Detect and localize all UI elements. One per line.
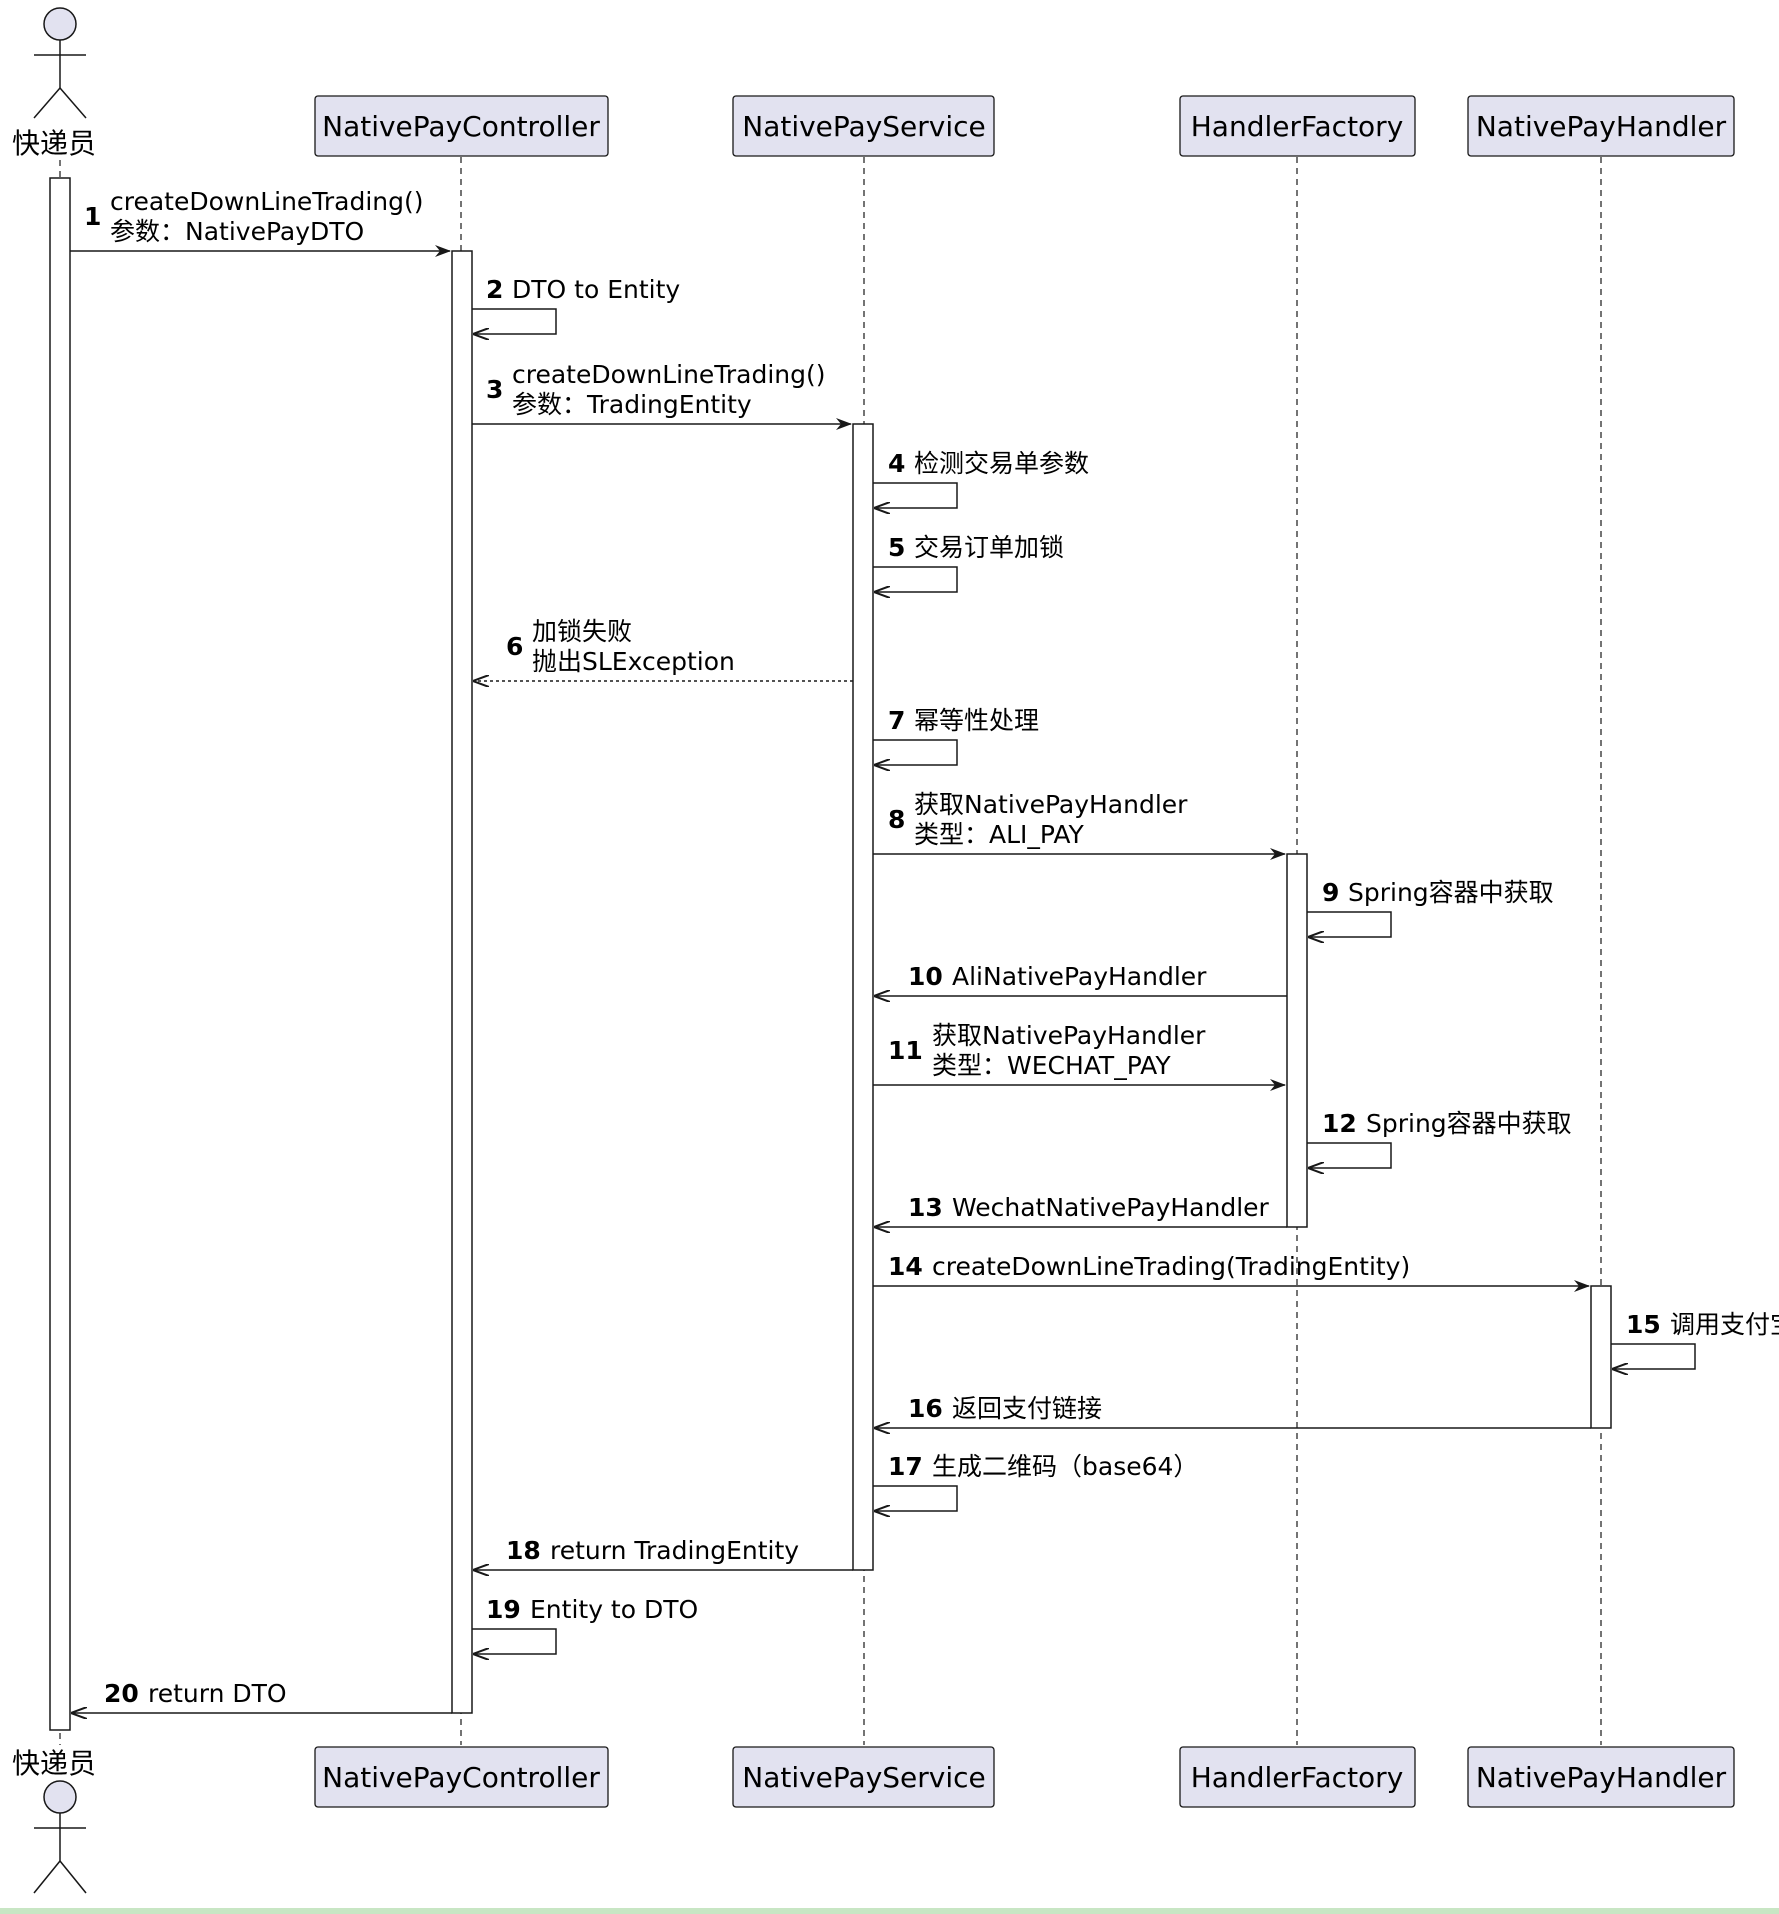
- actor-head-icon: [43, 1780, 77, 1814]
- message-number: 9: [1322, 878, 1339, 907]
- message-number: 13: [908, 1193, 943, 1222]
- message-text: 参数：NativePayDTO: [110, 217, 364, 246]
- activation-factory: [1286, 853, 1308, 1228]
- message-number: 18: [506, 1536, 541, 1565]
- message-8: 8 获取NativePayHandler 类型：ALI_PAY: [873, 790, 1286, 860]
- participant-controller-top: NativePayController: [314, 95, 609, 157]
- message-18: 18 return TradingEntity: [474, 1536, 853, 1570]
- activation-controller: [451, 250, 473, 1714]
- message-number: 11: [888, 1036, 923, 1065]
- message-text: 幂等性处理: [914, 706, 1039, 735]
- actor-leg-left: [33, 1860, 61, 1894]
- participant-label: HandlerFactory: [1191, 1761, 1404, 1794]
- participant-label: NativePayService: [742, 110, 986, 143]
- activation-handler: [1590, 1285, 1612, 1429]
- message-number: 14: [888, 1252, 923, 1281]
- message-text: DTO to Entity: [512, 275, 680, 304]
- message-number: 15: [1626, 1310, 1661, 1339]
- message-7: 7 幂等性处理: [873, 706, 1039, 765]
- message-text: Spring容器中获取: [1348, 878, 1554, 907]
- message-5: 5 交易订单加锁: [873, 533, 1064, 592]
- message-text: 抛出SLException: [532, 647, 735, 676]
- activation-service: [852, 423, 874, 1571]
- actor-leg-left: [33, 87, 61, 119]
- participant-service-bottom: NativePayService: [732, 1746, 995, 1808]
- message-text: createDownLineTrading(): [512, 360, 826, 389]
- message-text: 检测交易单参数: [914, 449, 1089, 478]
- message-text: 类型：ALI_PAY: [914, 820, 1085, 849]
- actor-leg-right: [59, 1860, 87, 1894]
- participant-service-top: NativePayService: [732, 95, 995, 157]
- participant-controller-bottom: NativePayController: [314, 1746, 609, 1808]
- participant-factory-bottom: HandlerFactory: [1179, 1746, 1416, 1808]
- message-text: 生成二维码（base64）: [932, 1452, 1198, 1481]
- message-number: 4: [888, 449, 905, 478]
- message-number: 1: [84, 202, 101, 231]
- message-number: 6: [506, 632, 523, 661]
- participant-label: NativePayController: [322, 1761, 600, 1794]
- message-text: Entity to DTO: [530, 1595, 698, 1624]
- message-number: 10: [908, 962, 943, 991]
- participant-factory-top: HandlerFactory: [1179, 95, 1416, 157]
- message-text: 加锁失败: [532, 617, 632, 646]
- message-number: 16: [908, 1394, 943, 1423]
- message-text: 交易订单加锁: [914, 533, 1064, 562]
- message-number: 3: [486, 375, 503, 404]
- message-number: 17: [888, 1452, 923, 1481]
- participant-handler-top: NativePayHandler: [1467, 95, 1735, 157]
- participant-handler-bottom: NativePayHandler: [1467, 1746, 1735, 1808]
- message-text: createDownLineTrading(TradingEntity): [932, 1252, 1410, 1281]
- message-15: 15 调用支付宝: [1611, 1310, 1779, 1369]
- message-2: 2 DTO to Entity: [472, 275, 680, 334]
- message-11: 11 获取NativePayHandler 类型：WECHAT_PAY: [873, 1021, 1286, 1091]
- message-13: 13 WechatNativePayHandler: [875, 1193, 1287, 1227]
- message-number: 5: [888, 533, 905, 562]
- participant-label: NativePayController: [322, 110, 600, 143]
- participant-label: HandlerFactory: [1191, 110, 1404, 143]
- message-number: 20: [104, 1679, 139, 1708]
- message-4: 4 检测交易单参数: [873, 449, 1089, 508]
- message-text: WechatNativePayHandler: [952, 1193, 1270, 1222]
- message-6: 6 加锁失败 抛出SLException: [474, 617, 853, 681]
- message-text: 返回支付链接: [952, 1394, 1102, 1423]
- message-14: 14 createDownLineTrading(TradingEntity): [873, 1252, 1590, 1292]
- message-text: 获取NativePayHandler: [914, 790, 1188, 819]
- message-text: createDownLineTrading(): [110, 187, 424, 216]
- activation-actor: [49, 177, 71, 1731]
- window-bottom-strip: [0, 1908, 1779, 1914]
- actor-leg-right: [59, 87, 87, 119]
- message-number: 2: [486, 275, 503, 304]
- message-text: 调用支付宝: [1670, 1310, 1779, 1339]
- message-12: 12 Spring容器中获取: [1307, 1109, 1572, 1168]
- message-9: 9 Spring容器中获取: [1307, 878, 1554, 937]
- actor-top: 快递员: [12, 7, 96, 160]
- message-17: 17 生成二维码（base64）: [873, 1452, 1198, 1511]
- message-text: 类型：WECHAT_PAY: [932, 1051, 1171, 1080]
- message-text: return DTO: [148, 1679, 287, 1708]
- actor-bottom: 快递员: [12, 1747, 96, 1894]
- actor-label-bottom: 快递员: [12, 1747, 96, 1780]
- message-number: 12: [1322, 1109, 1357, 1138]
- message-1: 1 createDownLineTrading() 参数：NativePayDT…: [70, 187, 451, 257]
- message-19: 19 Entity to DTO: [472, 1595, 698, 1654]
- message-10: 10 AliNativePayHandler: [875, 962, 1287, 996]
- participant-label: NativePayHandler: [1476, 110, 1727, 143]
- message-number: 19: [486, 1595, 521, 1624]
- message-text: return TradingEntity: [550, 1536, 799, 1565]
- participant-label: NativePayService: [742, 1761, 986, 1794]
- message-20: 20 return DTO: [72, 1679, 452, 1713]
- message-text: Spring容器中获取: [1366, 1109, 1572, 1138]
- message-16: 16 返回支付链接: [875, 1394, 1591, 1428]
- participant-label: NativePayHandler: [1476, 1761, 1727, 1794]
- message-text: AliNativePayHandler: [952, 962, 1207, 991]
- message-number: 7: [888, 706, 905, 735]
- actor-label-top: 快递员: [12, 127, 96, 160]
- message-number: 8: [888, 805, 905, 834]
- message-text: 参数：TradingEntity: [512, 390, 752, 419]
- message-3: 3 createDownLineTrading() 参数：TradingEnti…: [472, 360, 852, 430]
- message-text: 获取NativePayHandler: [932, 1021, 1206, 1050]
- actor-head-icon: [43, 7, 77, 41]
